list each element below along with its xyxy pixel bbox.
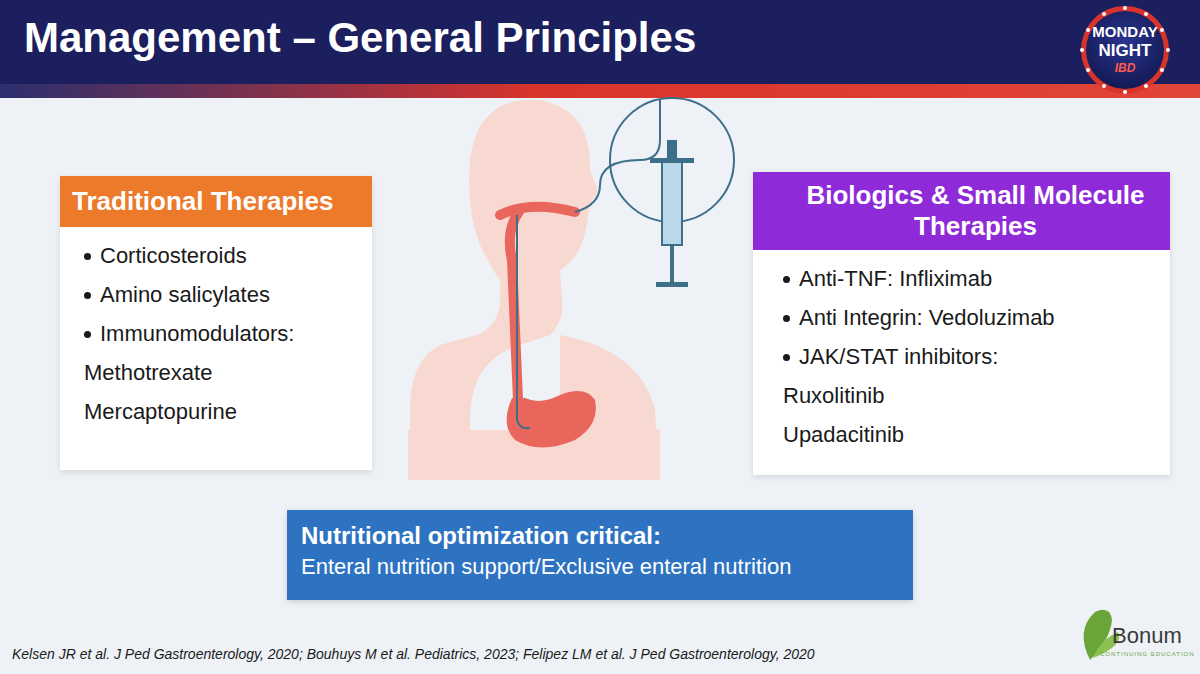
bullet-dot bbox=[84, 292, 91, 299]
bullet-dot bbox=[783, 276, 790, 283]
header-bar bbox=[0, 0, 1200, 84]
brand-tagline: CONTINUING EDUCATION bbox=[1100, 650, 1195, 658]
list-item: Mercaptopurine bbox=[84, 397, 360, 427]
nutrition-box: Nutritional optimization critical:Entera… bbox=[287, 510, 913, 600]
bullet-dot bbox=[84, 253, 91, 260]
bullet-dot bbox=[84, 331, 91, 338]
bullet-dot bbox=[783, 315, 790, 322]
brand-name: Bonum bbox=[1112, 624, 1182, 648]
logo-text: MONDAY bbox=[1085, 24, 1165, 40]
bullet-dot bbox=[783, 354, 790, 361]
list-item: Amino salicylates bbox=[100, 280, 360, 310]
header-stripe bbox=[0, 84, 1200, 98]
digestive-tract bbox=[500, 207, 596, 448]
list-item: Anti-TNF: Infliximab bbox=[799, 264, 1158, 294]
box-body: Enteral nutrition support/Exclusive ente… bbox=[301, 552, 899, 582]
logo-text: IBD bbox=[1085, 62, 1165, 75]
card-body: Anti-TNF: InfliximabAnti Integrin: Vedol… bbox=[753, 250, 1170, 475]
box-heading: Nutritional optimization critical: bbox=[301, 520, 899, 552]
logo-badge bbox=[1080, 6, 1170, 94]
list-item: Corticosteroids bbox=[100, 241, 360, 271]
syringe bbox=[650, 140, 694, 287]
list-item: Upadacitinib bbox=[783, 420, 1158, 450]
feeding-tube bbox=[517, 98, 734, 428]
therapy-card: Biologics & Small Molecule TherapiesAnti… bbox=[753, 172, 1170, 475]
list-item: Ruxolitinib bbox=[783, 381, 1158, 411]
card-heading: Traditional Therapies bbox=[60, 176, 372, 227]
citation: Kelsen JR et al. J Ped Gastroenterology,… bbox=[12, 645, 815, 663]
therapy-card: Traditional TherapiesCorticosteroidsAmin… bbox=[60, 176, 372, 470]
logo-text: NIGHT bbox=[1085, 42, 1165, 60]
list-item: Methotrexate bbox=[84, 358, 360, 388]
list-item: JAK/STAT inhibitors: bbox=[799, 342, 1158, 372]
card-heading: Biologics & Small Molecule Therapies bbox=[753, 172, 1170, 250]
slide-title: Management – General Principles bbox=[24, 14, 696, 62]
list-item: Immunomodulators: bbox=[100, 319, 360, 349]
card-body: CorticosteroidsAmino salicylatesImmunomo… bbox=[60, 227, 372, 452]
list-item: Anti Integrin: Vedoluzimab bbox=[799, 303, 1158, 333]
body-silhouette bbox=[408, 100, 660, 480]
